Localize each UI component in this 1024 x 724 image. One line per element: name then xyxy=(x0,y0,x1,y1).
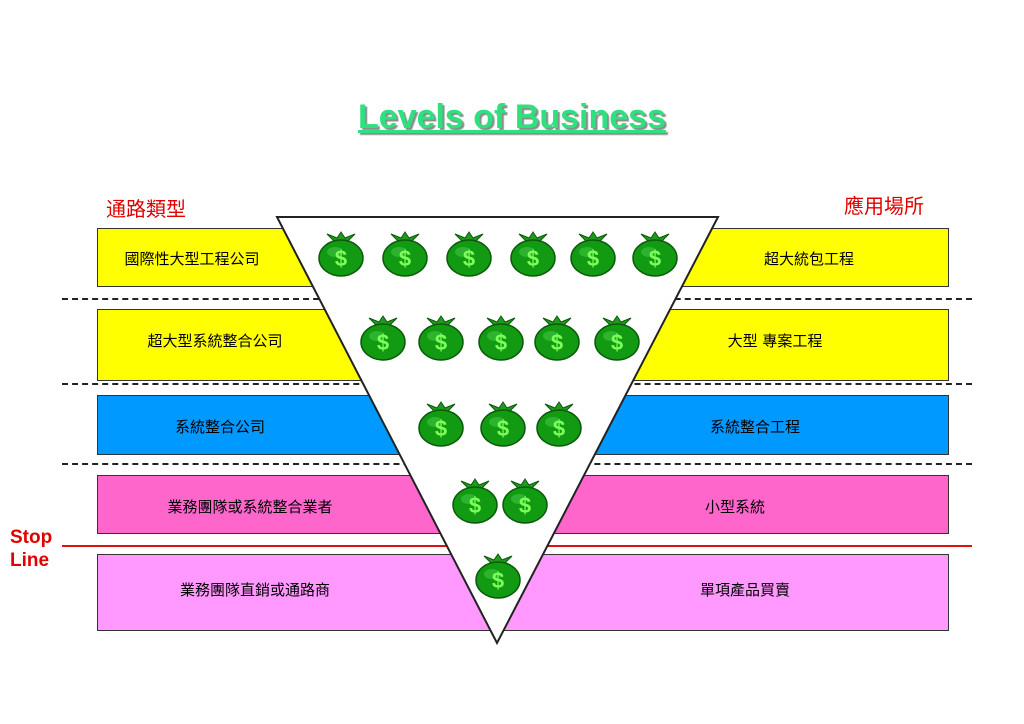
stop-line-label: Stop Line xyxy=(10,526,52,572)
page-title: Levels of Business xyxy=(357,98,666,136)
left-heading: 通路類型 xyxy=(106,197,186,221)
channel-label-2: 超大型系統整合公司 xyxy=(147,332,283,350)
application-label-3: 系統整合工程 xyxy=(709,418,800,436)
right-heading: 應用場所 xyxy=(844,194,924,218)
channel-label-1: 國際性大型工程公司 xyxy=(124,250,260,268)
application-label-5: 單項產品買賣 xyxy=(699,581,790,599)
application-label-2: 大型 專案工程 xyxy=(727,332,823,350)
channel-label-5: 業務團隊直銷或通路商 xyxy=(179,581,330,599)
line-label-word: Line xyxy=(10,550,50,571)
channel-label-4: 業務團隊或系統整合業者 xyxy=(167,498,333,516)
application-label-1: 超大統包工程 xyxy=(763,250,854,268)
channel-label-3: 系統整合公司 xyxy=(174,418,265,436)
application-label-4: 小型系統 xyxy=(704,498,765,516)
stop-label-word: Stop xyxy=(10,527,53,548)
